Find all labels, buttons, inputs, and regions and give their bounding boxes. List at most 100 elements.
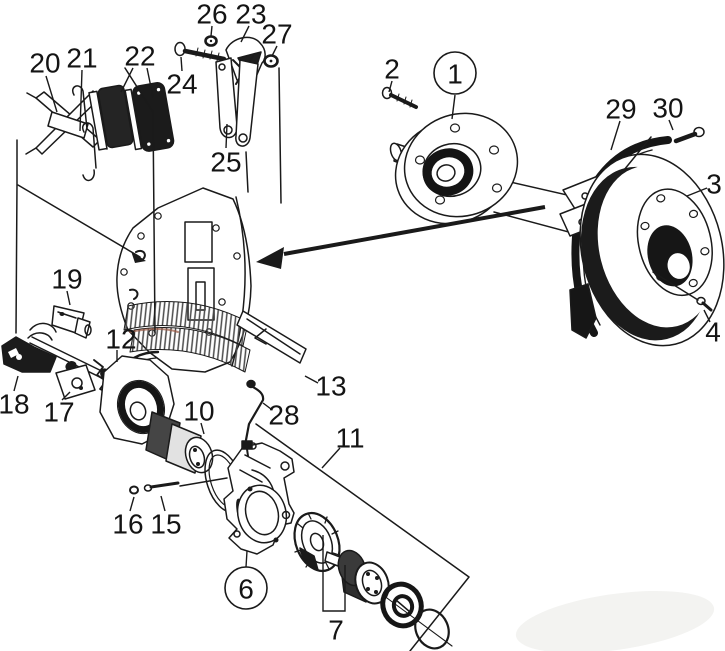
callout-leader-line <box>610 120 621 151</box>
pad-retaining-pins <box>72 85 97 182</box>
bleeder-15 <box>149 481 180 489</box>
callout-leader-line <box>129 496 135 512</box>
callout-number: 10 <box>183 396 214 427</box>
callout-17: 17 <box>43 391 75 428</box>
callout-leader-line <box>66 290 71 306</box>
callout-7: 7 <box>322 535 346 646</box>
callout-2: 2 <box>384 54 400 93</box>
hub-carrier-group <box>129 442 295 555</box>
seal-ring <box>380 581 424 629</box>
callout-number: 2 <box>384 54 400 85</box>
bracket-18 <box>1 336 57 373</box>
callout-number: 18 <box>0 389 30 420</box>
callout-number: 15 <box>150 509 181 540</box>
bearing-cylinder-group <box>99 355 214 474</box>
washer-26 <box>204 35 218 47</box>
callout-leader-line <box>225 123 228 149</box>
shim-plate <box>236 310 307 364</box>
callout-number: 6 <box>238 574 254 605</box>
callout-number: 20 <box>29 48 60 79</box>
callout-leader-line <box>668 119 674 131</box>
callout-number: 24 <box>166 69 197 100</box>
bolt-30-shaft <box>673 131 698 144</box>
callout-number: 4 <box>705 317 721 348</box>
arm-23b <box>235 59 259 147</box>
callout-leader-line <box>322 535 346 612</box>
direction-arrow <box>256 205 546 269</box>
grouping-lines <box>15 67 699 651</box>
callout-21: 21 <box>66 43 98 132</box>
callout-number: 27 <box>261 19 292 50</box>
callout-12: 12 <box>105 324 137 362</box>
bushing-27 <box>263 54 279 68</box>
callout-number: 29 <box>605 94 636 125</box>
callout-30: 30 <box>652 93 684 131</box>
callout-10: 10 <box>183 396 215 435</box>
wheel-hub-group <box>381 86 651 251</box>
screw-4 <box>701 301 713 312</box>
callout-circle <box>433 51 477 95</box>
shield-foot <box>569 283 597 339</box>
callout-leader-line <box>61 391 71 401</box>
callout-leader-line <box>180 56 183 72</box>
callout-leader-line <box>240 25 250 43</box>
callout-28: 28 <box>262 400 300 431</box>
callout-number: 13 <box>315 371 346 402</box>
callout-number: 17 <box>43 397 74 428</box>
callout-number: 28 <box>268 400 299 431</box>
callout-1: 1 <box>433 51 477 120</box>
callout-leader-line <box>13 375 19 392</box>
callout-leader-line <box>451 94 456 120</box>
callout-number: 23 <box>235 0 266 30</box>
callout-number: 19 <box>51 264 82 295</box>
callout-27: 27 <box>261 19 293 57</box>
callout-26: 26 <box>196 0 228 37</box>
cv-bearing-chain <box>293 511 453 650</box>
callout-number: 30 <box>652 93 683 124</box>
callout-25: 25 <box>210 123 242 178</box>
bolt-24-head <box>174 41 186 57</box>
callout-leader-line <box>146 67 154 98</box>
callout-6: 6 <box>224 550 268 610</box>
callout-leader-line <box>686 187 708 197</box>
callout-leader-line <box>210 25 213 37</box>
callout-3: 3 <box>686 169 722 200</box>
callout-19: 19 <box>51 264 83 306</box>
callout-24: 24 <box>166 56 198 100</box>
callout-15: 15 <box>150 495 182 540</box>
equalizer-17 <box>55 364 96 400</box>
callout-leader-line <box>245 550 248 568</box>
bolt-2-shaft <box>389 93 418 109</box>
callout-number: 7 <box>328 615 344 646</box>
callout-number: 21 <box>66 43 97 74</box>
callout-11: 11 <box>321 423 365 469</box>
callout-number: 12 <box>105 324 136 355</box>
caliper-bracket-group <box>174 35 279 147</box>
callout-leader-line <box>262 402 272 410</box>
nut-16 <box>129 485 139 495</box>
callout-20: 20 <box>29 48 61 113</box>
callout-16: 16 <box>112 496 144 540</box>
callout-number: 11 <box>335 423 364 454</box>
callout-circle <box>224 566 268 610</box>
callout-leader-line <box>120 67 134 93</box>
callout-leader-line <box>45 75 58 113</box>
brake-rotor-group <box>579 153 725 347</box>
callout-leader-line <box>200 422 205 435</box>
callout-4: 4 <box>703 309 721 348</box>
callout-number: 3 <box>706 169 722 200</box>
callout-number: 16 <box>112 509 143 540</box>
callout-leader-line <box>321 447 341 469</box>
bearing-7-face <box>354 561 390 605</box>
callout-leader-line <box>160 495 166 512</box>
callout-leader-line <box>79 69 83 132</box>
callout-22: 22 <box>120 41 156 98</box>
callout-leader-line <box>271 45 278 57</box>
paper-smudge <box>515 590 715 651</box>
callout-number: 26 <box>196 0 227 30</box>
callout-18: 18 <box>0 375 30 420</box>
brake-pipe <box>241 379 265 457</box>
callout-13: 13 <box>304 371 347 402</box>
